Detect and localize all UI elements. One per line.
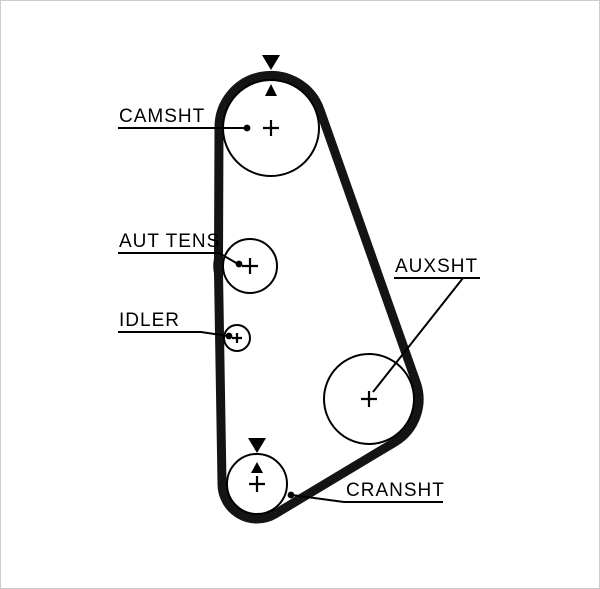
idler-leader-dot xyxy=(225,332,233,340)
idler-center-mark xyxy=(232,333,242,343)
camshaft-inner-timing-mark xyxy=(265,84,277,96)
camshaft-label: CAMSHT xyxy=(119,106,205,127)
timing-belt-path xyxy=(213,70,424,524)
auxiliary-center-mark xyxy=(361,391,377,407)
camshaft-leader-dot xyxy=(243,124,251,132)
crankshaft-center-mark xyxy=(249,476,265,492)
crankshaft-label: CRANSHT xyxy=(346,480,445,501)
crankshaft-inner-timing-mark xyxy=(251,462,263,473)
idler-label: IDLER xyxy=(119,310,180,331)
auxiliary-leader-line xyxy=(372,277,480,393)
tensioner-center-mark xyxy=(242,258,258,274)
crankshaft-outer-timing-arrow xyxy=(248,438,266,453)
tensioner-leader-line xyxy=(118,252,239,265)
crankshaft-leader-line xyxy=(291,494,443,503)
tensioner-label: AUT TENS xyxy=(119,231,220,252)
camshaft-outer-timing-arrow xyxy=(262,55,280,70)
tensioner-leader-dot xyxy=(235,260,243,268)
auxiliary-label: AUXSHT xyxy=(395,256,478,277)
idler-leader-line xyxy=(118,331,229,337)
camshaft-center-mark xyxy=(263,120,279,136)
crankshaft-leader-dot xyxy=(287,491,295,499)
